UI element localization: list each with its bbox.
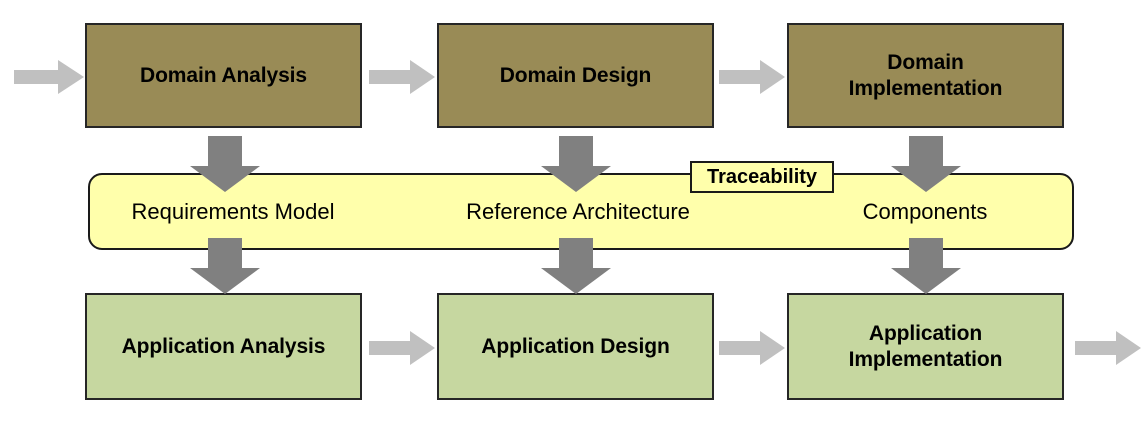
arrow-requirements-model-to-application-analysis: [190, 238, 260, 294]
arrow-domain-design-to-domain-implementation: [719, 60, 785, 94]
arrow-reference-architecture-to-application-design: [541, 238, 611, 294]
box-application-implementation-label-line1: Application: [868, 321, 983, 345]
box-application-implementation[interactable]: Application Implementation: [787, 293, 1064, 400]
box-domain-implementation-label-line1: Domain: [887, 50, 964, 74]
arrow-domain-analysis-to-requirements-model: [190, 136, 260, 192]
box-application-implementation-label-line2: Implementation: [848, 347, 1003, 371]
box-application-design-label: Application Design: [481, 334, 670, 358]
arrow-application-analysis-to-application-design: [369, 331, 435, 365]
box-domain-analysis-label: Domain Analysis: [140, 63, 307, 87]
box-application-analysis[interactable]: Application Analysis: [85, 293, 362, 400]
box-domain-design-label: Domain Design: [499, 63, 652, 87]
arrow-inflow-to-domain-analysis: [14, 60, 84, 94]
arrow-domain-analysis-to-domain-design: [369, 60, 435, 94]
box-domain-implementation-label-line2: Implementation: [848, 76, 1003, 100]
artifact-label-requirements-model: Requirements Model: [131, 199, 335, 224]
artifact-label-reference-architecture: Reference Architecture: [466, 199, 690, 224]
traceability-tag-label: Traceability: [706, 165, 818, 188]
artifact-label-components: Components: [862, 199, 988, 224]
box-application-analysis-label: Application Analysis: [121, 334, 326, 358]
traceability-tag[interactable]: Traceability: [690, 161, 834, 193]
arrow-domain-implementation-to-components: [891, 136, 961, 192]
box-application-design[interactable]: Application Design: [437, 293, 714, 400]
box-domain-design[interactable]: Domain Design: [437, 23, 714, 128]
box-domain-implementation[interactable]: Domain Implementation: [787, 23, 1064, 128]
arrow-application-design-to-application-implementation: [719, 331, 785, 365]
arrow-domain-design-to-reference-architecture: [541, 136, 611, 192]
arrow-components-to-application-implementation: [891, 238, 961, 294]
box-domain-analysis[interactable]: Domain Analysis: [85, 23, 362, 128]
arrow-application-implementation-outflow: [1075, 331, 1141, 365]
